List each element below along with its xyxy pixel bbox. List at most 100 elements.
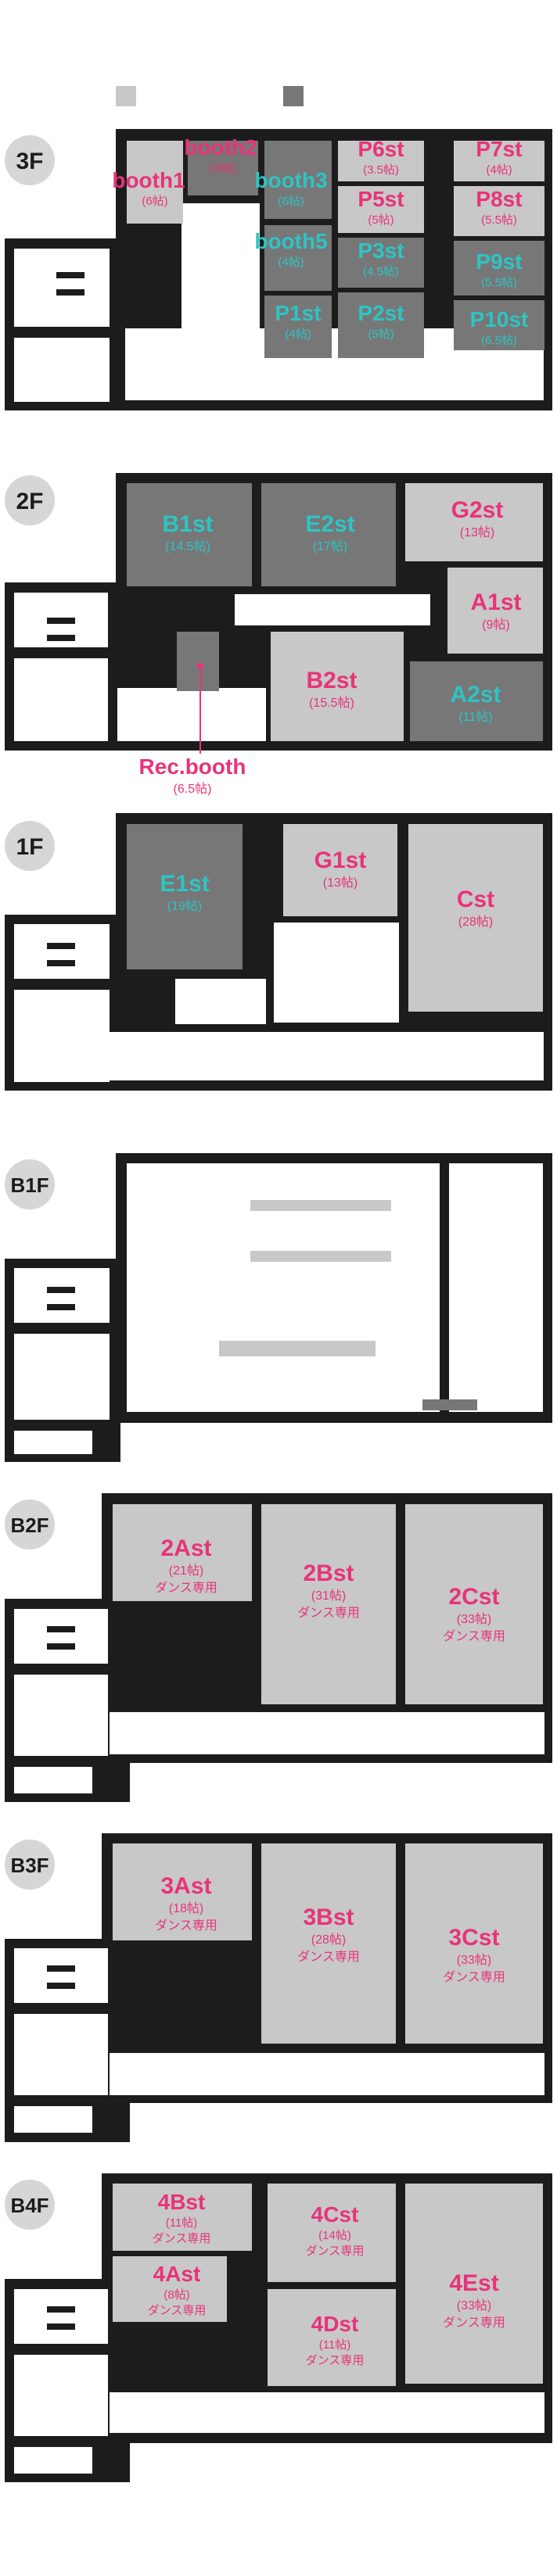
room-E2st	[261, 483, 396, 586]
room-name: P3st	[358, 238, 404, 263]
room-P1st	[264, 296, 332, 358]
room-Cst	[408, 824, 543, 1012]
room-size: (13帖)	[460, 525, 494, 539]
room-note: ダンス専用	[443, 2316, 505, 2330]
room-size: (4帖)	[285, 328, 311, 341]
room-size: (19帖)	[167, 899, 202, 913]
room-A1st	[447, 568, 543, 654]
room-size: (5.5帖)	[481, 213, 517, 227]
room-note: ダンス専用	[155, 1919, 217, 1933]
floor-B2F: B2F 2Ast (21帖) ダンス専用 2Bst (31帖) ダンス専用 2C…	[5, 1493, 552, 1802]
legend-swatch-light	[116, 86, 136, 106]
room-name: booth2	[184, 135, 257, 159]
room-size: (9帖)	[482, 618, 510, 632]
room-note: ダンス専用	[443, 1970, 505, 1984]
room-note: ダンス専用	[148, 2304, 207, 2317]
floor-label: 1F	[16, 834, 43, 860]
floor-badge	[5, 135, 55, 185]
room-name: E1st	[160, 871, 209, 897]
room-name: P10st	[470, 307, 529, 331]
room-size: (14.5帖)	[165, 539, 210, 554]
room-size: (4帖)	[486, 163, 512, 177]
room-name: A1st	[470, 589, 521, 615]
room-name: Rec.booth	[139, 754, 246, 779]
room-B1st	[127, 483, 252, 586]
room-size: (5.5帖)	[481, 276, 517, 289]
room-name: P7st	[476, 137, 522, 161]
room-name: P1st	[275, 301, 321, 325]
room-Rec.booth	[177, 632, 219, 691]
room-name: booth1	[112, 168, 185, 192]
room-name: B2st	[306, 668, 357, 693]
room-G2st	[405, 483, 543, 561]
room-name: E2st	[305, 511, 354, 537]
room-A2st	[410, 661, 543, 741]
floor-label: 3F	[16, 149, 43, 174]
room-name: G2st	[451, 497, 504, 523]
room-size: (4帖)	[210, 162, 235, 175]
room-P6st	[338, 141, 424, 181]
room-note: ダンス専用	[153, 2232, 211, 2245]
room-size: (15.5帖)	[309, 696, 354, 710]
floor-label: B1F	[10, 1173, 49, 1197]
floor-badge	[5, 1499, 55, 1550]
room-4Est	[405, 2184, 543, 2384]
room-booth2	[188, 141, 258, 195]
room-size: (28帖)	[311, 1933, 346, 1947]
floor-badge	[5, 2180, 55, 2230]
floor-label: B3F	[10, 1854, 49, 1877]
room-name: booth3	[254, 168, 327, 192]
room-name: B1st	[162, 511, 213, 537]
room-P9st	[454, 241, 544, 296]
room-name: 2Ast	[160, 1535, 211, 1561]
floor-3F: 3F booth1 (6帖) booth2 (4帖) booth3 (6帖) b	[5, 129, 552, 410]
floor-label: B4F	[10, 2194, 49, 2217]
room-name: A2st	[450, 682, 501, 708]
room-size: (4帖)	[278, 256, 304, 269]
floor-badge	[5, 1840, 55, 1890]
room-3Ast	[113, 1843, 252, 1940]
room-note: ダンス専用	[443, 1629, 505, 1643]
room-4Cst	[268, 2184, 396, 2282]
room-size: (11帖)	[458, 710, 492, 724]
room-size: (3.5帖)	[363, 163, 399, 177]
floor-1F: 1F E1st (19帖) G1st (13帖) Cst (28帖)	[5, 813, 552, 1091]
room-name: G1st	[314, 847, 367, 873]
room-name: P5st	[358, 187, 404, 211]
room-note: ダンス専用	[297, 1606, 360, 1620]
room-size: (33帖)	[457, 1612, 491, 1626]
room-name: 4Est	[449, 2270, 498, 2296]
room-2Ast	[113, 1504, 252, 1601]
floor-B4F: B4F 4Bst (11帖) ダンス専用 4Ast (8帖) ダンス専用 4Cs…	[5, 2173, 552, 2482]
room-P8st	[454, 186, 544, 236]
room-size: (6帖)	[142, 195, 167, 208]
legend-swatch-dark	[283, 86, 304, 106]
room-name: Cst	[457, 887, 494, 912]
floor-label: 2F	[16, 489, 43, 514]
room-B2st	[271, 632, 404, 741]
floor-badge	[5, 1159, 55, 1209]
room-size: (6.5帖)	[174, 782, 212, 796]
floor-label: B2F	[10, 1514, 49, 1537]
room-4Ast	[113, 2256, 227, 2322]
room-size: (21帖)	[169, 1564, 203, 1578]
room-name: 4Bst	[158, 2190, 206, 2214]
room-size: (33帖)	[457, 2298, 491, 2313]
room-size: (6.5帖)	[481, 334, 517, 347]
room-G1st	[283, 824, 397, 916]
room-note: ダンス専用	[306, 2354, 365, 2367]
room-name: 3Cst	[448, 1925, 499, 1951]
floor-B1F: B1F	[5, 1153, 552, 1462]
room-size: (11帖)	[166, 2216, 198, 2230]
floor-B3F: B3F 3Ast (18帖) ダンス専用 3Bst (28帖) ダンス専用 3C…	[5, 1833, 552, 2142]
room-2Cst	[405, 1504, 543, 1704]
room-name: 4Dst	[311, 2312, 359, 2336]
floor-walls	[5, 1153, 552, 1462]
room-booth1	[127, 141, 183, 224]
room-booth5	[264, 225, 332, 291]
room-size: (5帖)	[368, 213, 393, 227]
room-booth3	[264, 141, 332, 219]
lounge-fixtures	[219, 1200, 477, 1410]
floor-2F: 2F B1st (14.5帖) E2st (17帖) G2st (13帖) A1…	[5, 473, 552, 796]
